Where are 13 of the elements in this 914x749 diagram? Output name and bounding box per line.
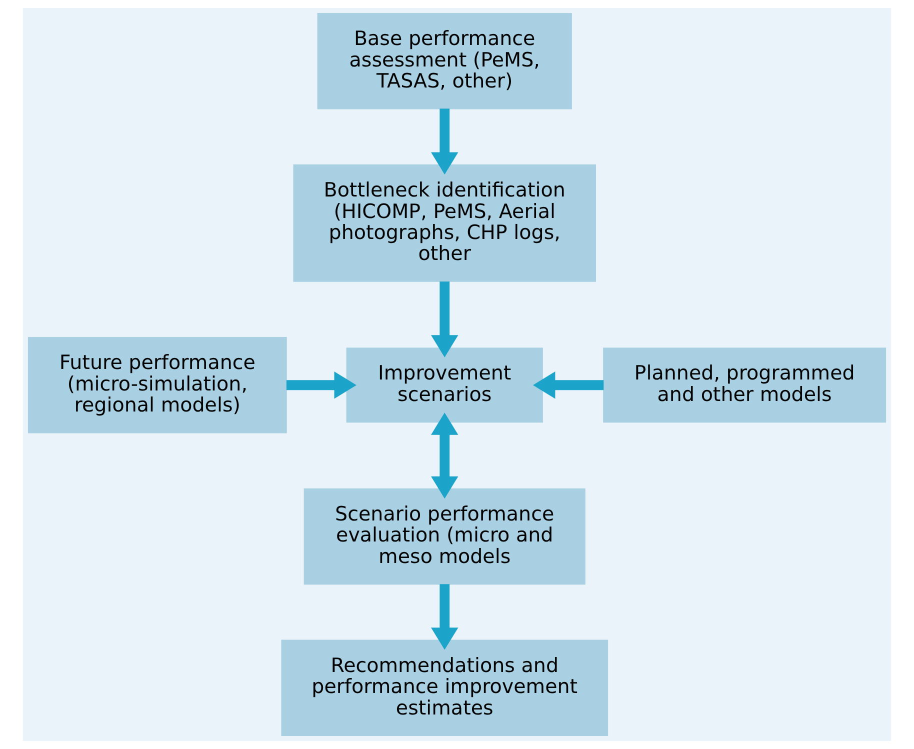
arrow bbox=[532, 372, 604, 399]
node-box: Recommendations and performance improvement estimates bbox=[281, 640, 608, 736]
node-box: Future performance (micro-simulation, regional models) bbox=[28, 337, 287, 434]
node-box: Scenario performance evaluation (micro and meso models bbox=[304, 488, 586, 585]
arrow bbox=[431, 282, 458, 358]
node-box: Planned, programmed and other models bbox=[603, 348, 886, 423]
arrow bbox=[431, 412, 458, 499]
node-box: Bottleneck identification (HICOMP, PeMS, Aerial photographs, CHP logs, other bbox=[293, 164, 596, 282]
arrow bbox=[431, 108, 458, 174]
arrow bbox=[286, 372, 356, 399]
arrow bbox=[431, 584, 458, 650]
node-box: Base performance assessment (PeMS, TASAS, other) bbox=[317, 13, 572, 110]
node-box: Improvement scenarios bbox=[346, 348, 543, 423]
